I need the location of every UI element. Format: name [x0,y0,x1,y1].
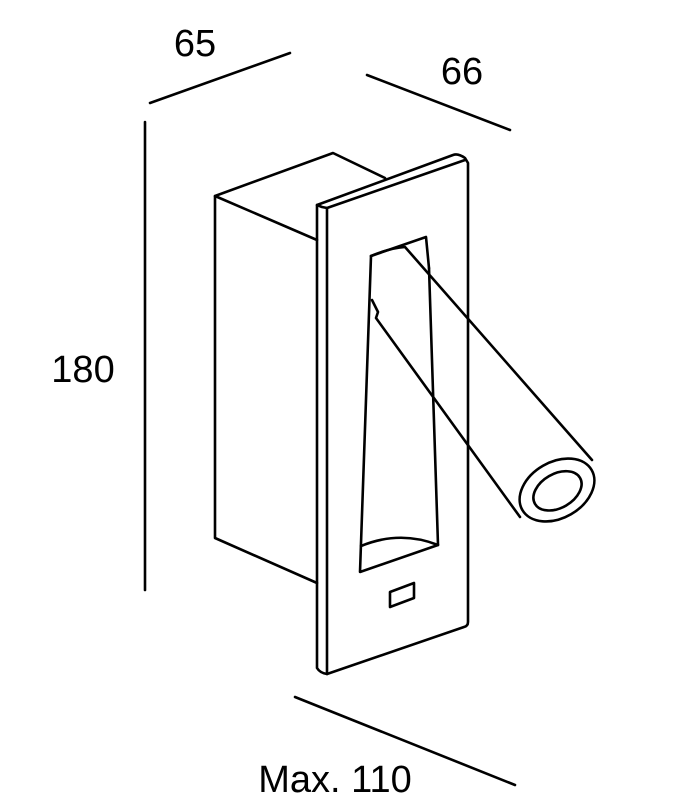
lamp-head [518,457,596,523]
depth-dimension-line [365,73,512,132]
front-plate [315,153,470,676]
projection-dimension-line [293,695,517,787]
switch-button [388,581,416,609]
depth-dimension-label: 66 [441,51,483,93]
projection-dimension-label: Max. 110 [258,759,411,801]
housing-box [213,151,387,585]
width-dimension-line [148,51,292,105]
width-dimension-label: 65 [174,23,216,65]
reading-arm [369,245,596,523]
height-dimension-label: 180 [51,349,114,391]
recess-slot [358,235,440,574]
